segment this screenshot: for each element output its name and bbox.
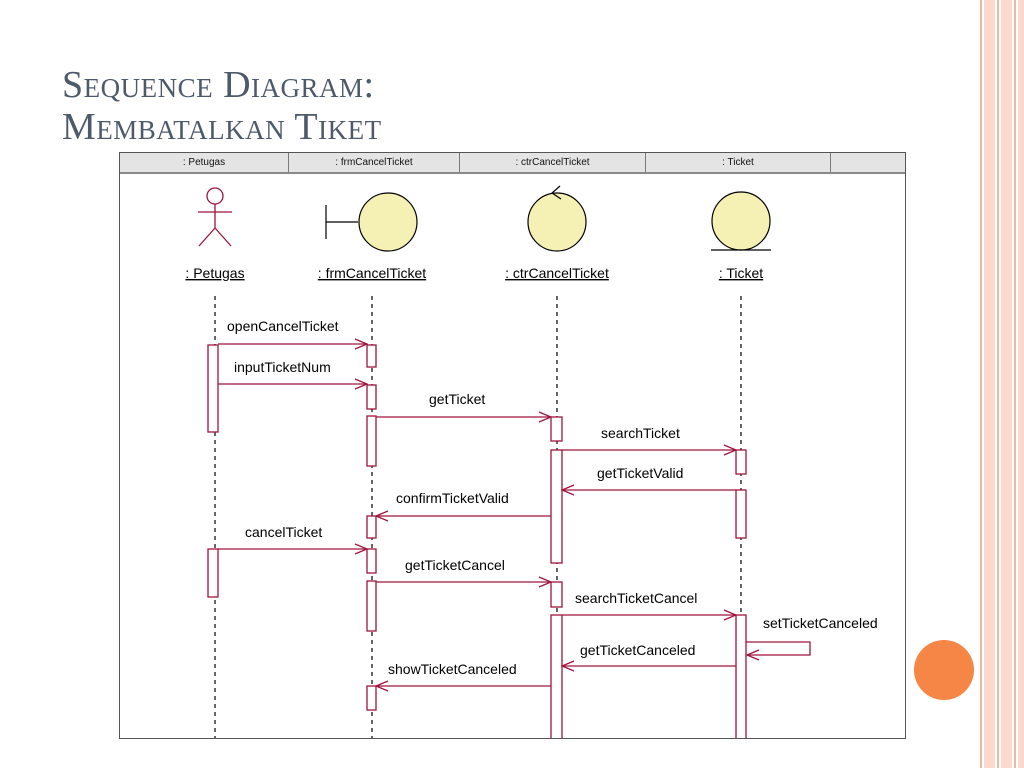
actor-icon xyxy=(198,187,232,247)
sequence-canvas: : Petugas : frmCancelTicket : ctrCancelT… xyxy=(185,185,878,738)
activation-bar xyxy=(735,449,747,475)
side-stripe xyxy=(1014,0,1016,768)
side-stripe xyxy=(984,0,995,768)
side-stripe xyxy=(997,0,999,768)
activation-bar xyxy=(366,548,377,574)
sequence-diagram: : Petugas : frmCancelTicket : ctrCancelT… xyxy=(119,152,906,739)
boundary-icon xyxy=(325,192,418,252)
header-cell-petugas: : Petugas xyxy=(120,153,289,172)
message-label: inputTicketNum xyxy=(234,359,331,375)
activation-bar xyxy=(366,515,377,539)
slide-title: Sequence Diagram: Membatalkan Tiket xyxy=(62,64,382,148)
entity-icon xyxy=(711,191,771,251)
message-label: confirmTicketValid xyxy=(396,490,509,506)
message-label: getTicket xyxy=(429,391,485,407)
activation-bar xyxy=(550,416,563,442)
object-name-petugas: : Petugas xyxy=(185,265,244,281)
activation-bar xyxy=(366,415,377,467)
side-stripe xyxy=(1018,0,1024,768)
control-icon xyxy=(527,185,587,252)
diagram-header-bar: : Petugas : frmCancelTicket : ctrCancelT… xyxy=(120,153,905,174)
activation-bar xyxy=(366,384,377,410)
activation-bar xyxy=(550,581,563,608)
header-cell-ticket: : Ticket xyxy=(646,153,831,172)
activation-bar xyxy=(735,489,747,539)
activation-bar xyxy=(366,344,377,368)
activation-bar xyxy=(550,449,563,564)
header-cell-frmcancelticket: : frmCancelTicket xyxy=(289,153,460,172)
message-label: cancelTicket xyxy=(245,524,322,540)
message-label: getTicketCancel xyxy=(405,557,505,573)
object-name-frmcancelticket: : frmCancelTicket xyxy=(318,265,427,281)
message-label: openCancelTicket xyxy=(227,318,339,334)
activation-bar xyxy=(207,548,219,598)
activation-bar xyxy=(207,344,219,433)
side-stripe xyxy=(980,0,982,768)
activation-bar xyxy=(366,685,377,711)
message-label: getTicketValid xyxy=(597,465,683,481)
message-label: setTicketCanceled xyxy=(763,615,878,631)
object-name-ctrcancelticket: : ctrCancelTicket xyxy=(505,265,609,281)
object-name-ticket: : Ticket xyxy=(719,265,763,281)
activation-bar xyxy=(550,614,563,738)
message-label: getTicketCanceled xyxy=(580,642,695,658)
message-label: searchTicket xyxy=(601,425,680,441)
message-label: searchTicketCancel xyxy=(575,590,697,606)
side-stripe xyxy=(1001,0,1012,768)
slide-title-line-1: Sequence Diagram: xyxy=(62,64,375,106)
activation-bar xyxy=(735,614,747,738)
activation-bar xyxy=(366,580,377,632)
header-cell-ctrcancelticket: : ctrCancelTicket xyxy=(460,153,646,172)
accent-circle xyxy=(914,640,974,700)
self-message-arrow xyxy=(746,641,811,655)
slide-title-line-2: Membatalkan Tiket xyxy=(62,106,382,148)
message-label: showTicketCanceled xyxy=(388,661,517,677)
